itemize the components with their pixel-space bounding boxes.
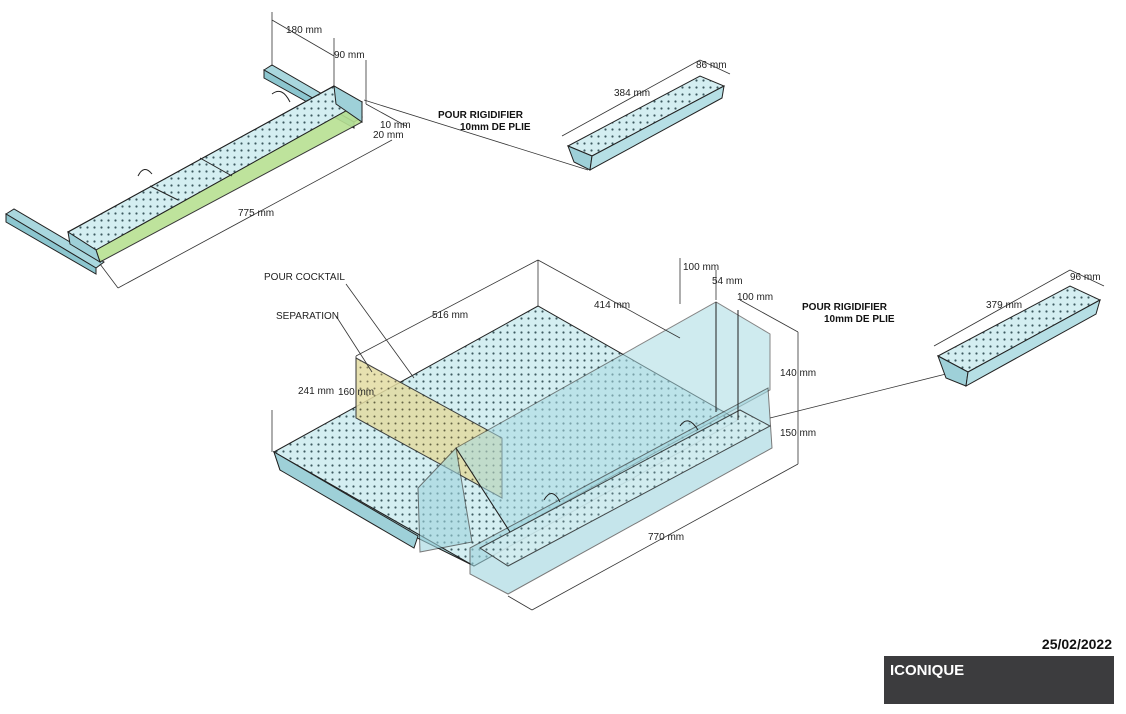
dim-96: 96 mm	[1070, 272, 1101, 283]
stiffen-note-2-line2: 10mm DE PLIE	[824, 314, 895, 325]
dim-150: 150 mm	[780, 428, 816, 439]
dim-160: 160 mm	[338, 387, 374, 398]
dim-379: 379 mm	[986, 300, 1022, 311]
stiffen-note-1-line1: POUR RIGIDIFIER	[438, 110, 524, 121]
top-shelf-front	[95, 101, 363, 263]
dim-10: 10 mm	[380, 120, 411, 131]
stiffen-note-2-line1: POUR RIGIDIFIER	[802, 302, 888, 313]
label-cocktail: POUR COCKTAIL	[264, 272, 345, 283]
title-block: ICONIQUE	[884, 656, 1114, 704]
dim-180: 180 mm	[286, 25, 322, 36]
label-separation: SEPARATION	[276, 311, 339, 322]
dim-414: 414 mm	[594, 300, 630, 311]
dim-241: 241 mm	[298, 386, 334, 397]
dim-90: 90 mm	[334, 50, 365, 61]
dim-20: 20 mm	[373, 130, 404, 141]
cabinet-shelf	[479, 409, 772, 567]
stiffen-note-1-line2: 10mm DE PLIE	[460, 122, 531, 133]
tray-right: 379 mm 96 mm POUR RIGIDIFIER 10mm DE PLI…	[802, 269, 1105, 387]
dim-100a: 100 mm	[683, 262, 719, 273]
top-shelf-floor	[67, 85, 364, 251]
drawing-date: 25/02/2022	[1041, 636, 1112, 652]
dim-775: 775 mm	[238, 208, 274, 219]
dim-86: 86 mm	[696, 60, 727, 71]
dim-54: 54 mm	[712, 276, 743, 287]
tray-top: 384 mm 86 mm POUR RIGIDIFIER 10mm DE PLI…	[438, 59, 731, 171]
top-shelf-assembly: 180 mm 90 mm 10 mm 20 mm 775 mm	[5, 12, 411, 289]
dim-516: 516 mm	[432, 310, 468, 321]
dim-770: 770 mm	[648, 532, 684, 543]
dim-384: 384 mm	[614, 88, 650, 99]
dim-100b: 100 mm	[737, 292, 773, 303]
dim-140: 140 mm	[780, 368, 816, 379]
project-name: ICONIQUE	[890, 662, 965, 679]
main-assembly: POUR COCKTAIL SEPARATION 516 mm 414 mm 1…	[264, 258, 816, 611]
